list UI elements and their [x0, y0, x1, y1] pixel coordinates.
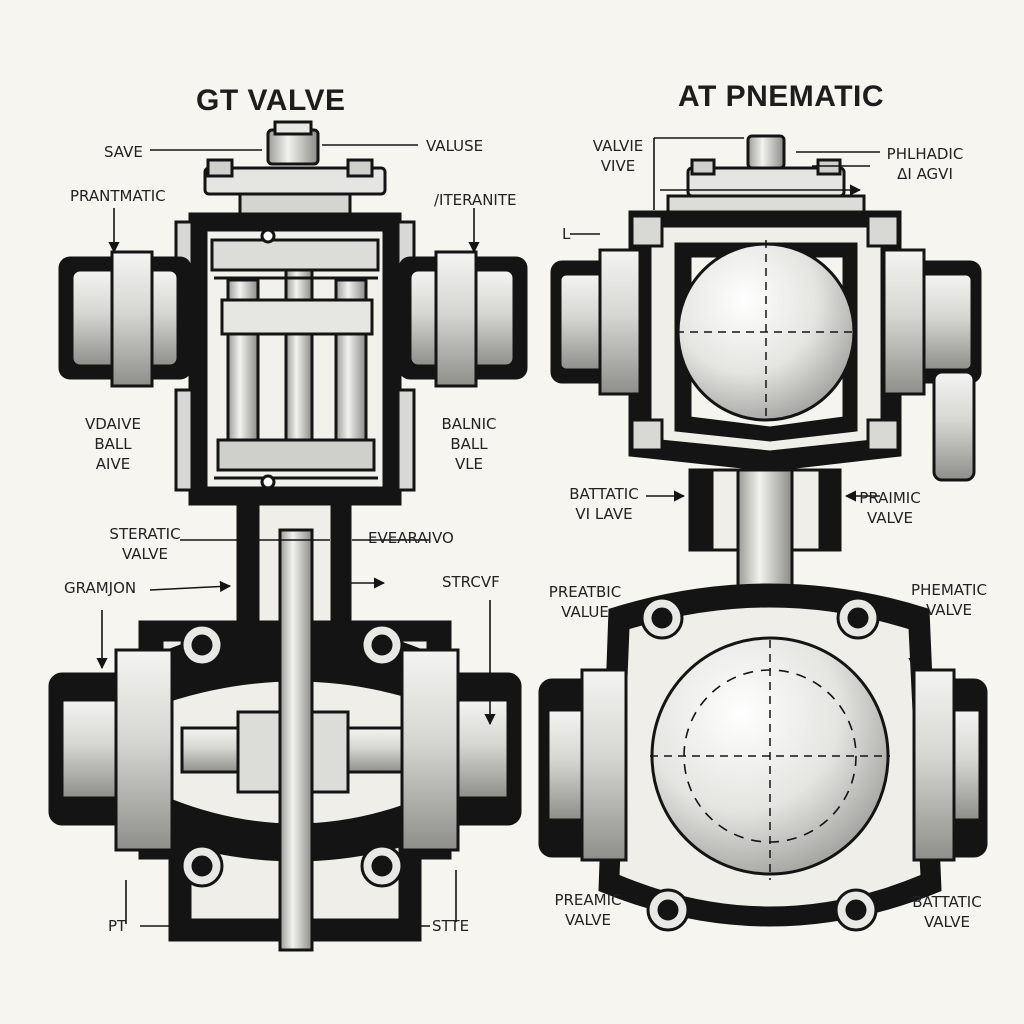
label-save: SAVE — [104, 143, 143, 161]
gt-valve-leader-lines — [96, 144, 496, 927]
label-steratic-valve: STERATIC VALVE — [109, 525, 181, 563]
at-pnematic-leader-lines — [570, 137, 920, 670]
gt-valve-actuator-housing — [174, 212, 416, 506]
gt-valve-title: GT VALVE — [196, 84, 346, 117]
label-phematic-valve: PHEMATIC VALVE — [911, 581, 987, 619]
label-preatbic-value: PREATBIC VALUE — [548, 583, 622, 621]
label-valvie-vive: VALVIE VIVE — [592, 137, 644, 175]
label-battatic-vi-lave: BATTATIC VI LAVE — [569, 485, 639, 523]
label-stte: STTE — [432, 917, 470, 935]
at-pnematic-upper-ports — [550, 248, 982, 482]
label-vdaive-ball-aive: VDAIVE BALL AIVE — [85, 415, 141, 473]
label-iterantite: /ITERANITE — [434, 191, 517, 209]
gt-valve-drawing — [48, 120, 528, 952]
label-phlhadic: PHLHADIC ΔI AGVI — [886, 145, 964, 183]
gt-valve-lower-body — [138, 528, 452, 952]
at-pnematic-upper-housing — [628, 210, 902, 472]
label-preamic-valve: PREAMIC VALVE — [554, 891, 622, 929]
label-battatic-valve: BATTATIC VALVE — [912, 893, 982, 931]
gt-valve-lower-ports — [48, 648, 522, 852]
gt-valve-top-cap — [203, 120, 387, 216]
label-gramjon: GRAMJON — [64, 579, 137, 597]
label-balnic-ball-vle: BALNIC BALL VLE — [441, 415, 497, 473]
at-pnematic-drawing — [538, 134, 988, 932]
label-evearavo: EVEARAIVO — [368, 529, 454, 547]
label-prantmatic: PRANTMATIC — [70, 187, 166, 205]
label-pt: PT — [108, 917, 127, 935]
label-strcvf: STRCVF — [442, 573, 500, 591]
gt-valve-upper-ports — [58, 250, 528, 388]
label-praimic-valve: PRAIMIC VALVE — [859, 489, 921, 527]
at-pnematic-lower-body — [598, 583, 942, 932]
at-pnematic-top-cap — [666, 134, 866, 220]
label-l-mark: L — [562, 225, 571, 243]
at-pnematic-lower-ports — [538, 668, 988, 862]
at-pnematic-title: AT PNEMATIC — [678, 80, 885, 113]
label-valuse: VALUSE — [426, 137, 484, 155]
